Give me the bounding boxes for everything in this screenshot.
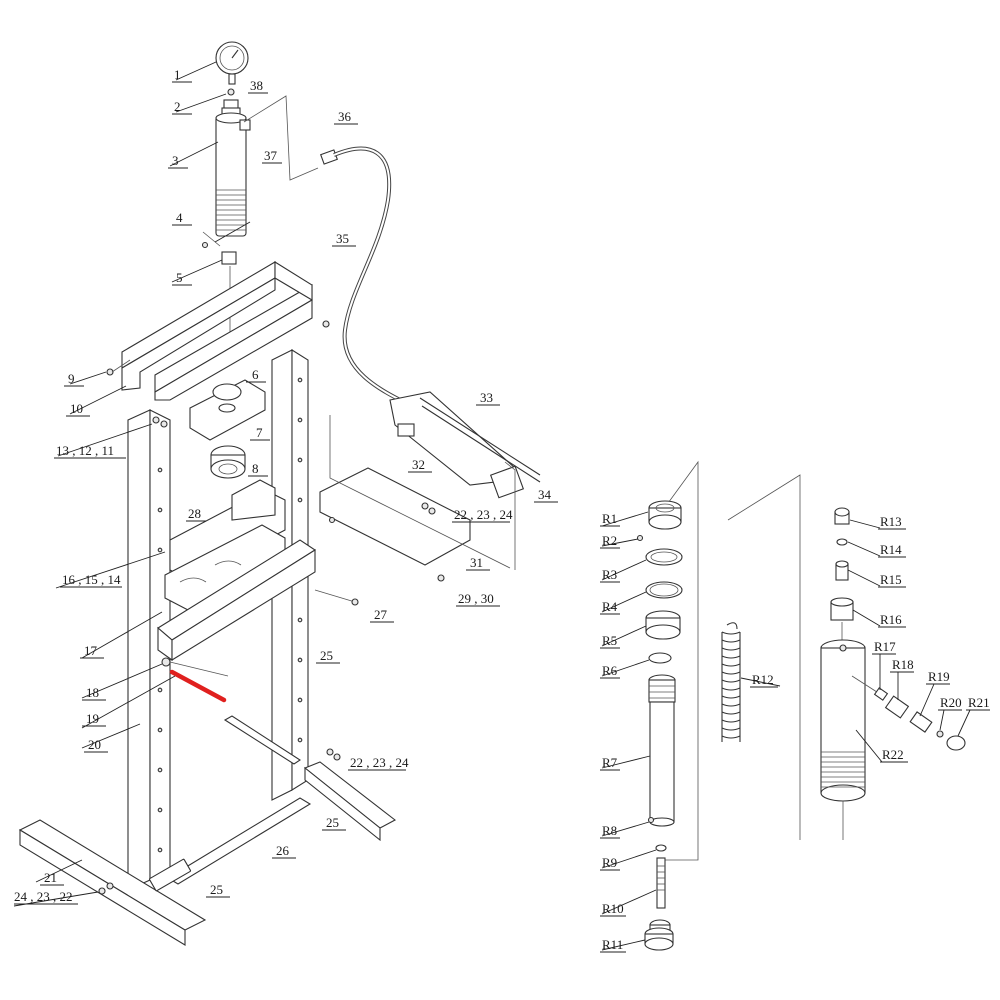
return-spring xyxy=(721,622,741,742)
callout-R7: R7 xyxy=(602,755,618,770)
callout-R9: R9 xyxy=(602,855,617,870)
callout-labels: 1 2 38 3 37 36 4 35 5 9 6 10 7 13 , 12 ,… xyxy=(14,67,990,952)
relief-valve-parts xyxy=(851,675,966,751)
callout-1: 1 xyxy=(174,67,181,82)
callout-22-23-24-top: 22 , 23 , 24 xyxy=(454,507,513,522)
callout-37: 37 xyxy=(264,148,278,163)
highlighted-pin xyxy=(169,669,227,703)
callout-R21: R21 xyxy=(968,695,990,710)
callout-R6: R6 xyxy=(602,663,618,678)
callout-28: 28 xyxy=(188,506,201,521)
callout-2: 2 xyxy=(174,99,181,114)
gauge-fittings xyxy=(221,88,241,115)
callout-R4: R4 xyxy=(602,599,618,614)
callout-25-right: 25 xyxy=(326,815,339,830)
callout-R8: R8 xyxy=(602,823,617,838)
lower-beam xyxy=(157,539,359,677)
callout-R19: R19 xyxy=(928,669,950,684)
callout-22-23-24-bottom: 22 , 23 , 24 xyxy=(350,755,409,770)
callout-21: 21 xyxy=(44,870,57,885)
callout-6: 6 xyxy=(252,367,259,382)
pressing-plates xyxy=(189,379,266,479)
callout-R12: R12 xyxy=(752,672,774,687)
callout-R14: R14 xyxy=(880,542,902,557)
ram-piston-rod xyxy=(648,674,676,827)
callout-38: 38 xyxy=(250,78,263,93)
callout-R3: R3 xyxy=(602,567,617,582)
callout-7: 7 xyxy=(256,425,263,440)
callout-13-12-11: 13 , 12 , 11 xyxy=(56,443,114,458)
callout-R5: R5 xyxy=(602,633,617,648)
callout-34: 34 xyxy=(538,487,552,502)
callout-16-15-14: 16 , 15 , 14 xyxy=(62,572,121,587)
callout-3: 3 xyxy=(172,153,179,168)
label-underlines xyxy=(14,81,558,905)
callout-31: 31 xyxy=(470,555,483,570)
callout-20: 20 xyxy=(88,737,101,752)
callout-18: 18 xyxy=(86,685,99,700)
right-foot xyxy=(303,761,397,842)
callout-R22: R22 xyxy=(882,747,904,762)
callout-36: 36 xyxy=(338,109,352,124)
release-valve-parts xyxy=(830,507,854,621)
hand-pump xyxy=(319,391,541,582)
callout-19: 19 xyxy=(86,711,99,726)
pressure-gauge xyxy=(215,41,249,85)
callout-29-30: 29 , 30 xyxy=(458,591,494,606)
callout-5: 5 xyxy=(176,270,183,285)
callout-25-mid: 25 xyxy=(320,648,333,663)
callout-24-23-22: 24 , 23 , 22 xyxy=(14,889,73,904)
callout-8: 8 xyxy=(252,461,259,476)
callout-R1: R1 xyxy=(602,511,617,526)
callout-R15: R15 xyxy=(880,572,902,587)
oil-reservoir xyxy=(820,639,866,840)
ram-cylinder xyxy=(215,112,251,237)
callout-26: 26 xyxy=(276,843,290,858)
callout-R16: R16 xyxy=(880,612,902,627)
callout-R20: R20 xyxy=(940,695,962,710)
callout-R2: R2 xyxy=(602,533,617,548)
gland-nut xyxy=(648,500,682,530)
callout-R11: R11 xyxy=(602,937,623,952)
callout-33: 33 xyxy=(480,390,493,405)
callout-9: 9 xyxy=(68,371,75,386)
callout-R18: R18 xyxy=(892,657,914,672)
stretcher-bar xyxy=(148,797,312,892)
callout-35: 35 xyxy=(336,231,349,246)
press-bed xyxy=(164,479,286,611)
callout-4: 4 xyxy=(176,210,183,225)
callout-R13: R13 xyxy=(880,514,902,529)
callout-25-bottom: 25 xyxy=(210,882,223,897)
ram-saddle xyxy=(644,919,674,951)
callout-32: 32 xyxy=(412,457,425,472)
callout-10: 10 xyxy=(70,401,83,416)
hydraulic-hose xyxy=(320,146,411,407)
callout-R17: R17 xyxy=(874,639,896,654)
top-beam xyxy=(106,261,330,401)
callout-R10: R10 xyxy=(602,901,624,916)
callout-27: 27 xyxy=(374,607,388,622)
callout-17: 17 xyxy=(84,643,98,658)
right-callout-leaders xyxy=(600,511,990,953)
